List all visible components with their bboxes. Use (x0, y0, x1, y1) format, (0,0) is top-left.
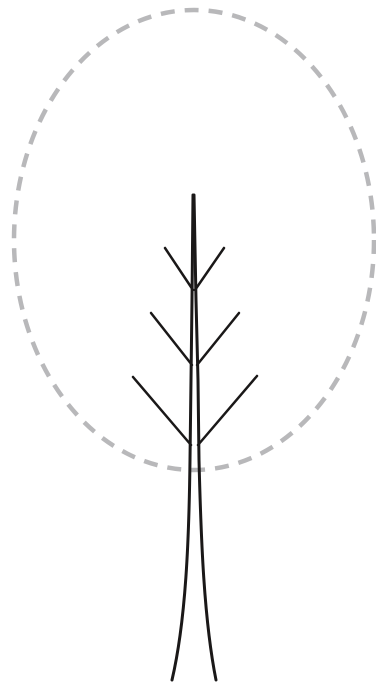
branch-lower-right (198, 376, 257, 445)
branch-middle-right (197, 313, 239, 365)
trunk-left-edge (172, 195, 193, 680)
branch-upper-left (165, 248, 193, 290)
branch-upper-right (195, 248, 224, 290)
branch-lower-left (133, 377, 191, 445)
branch-middle-left (151, 313, 192, 365)
